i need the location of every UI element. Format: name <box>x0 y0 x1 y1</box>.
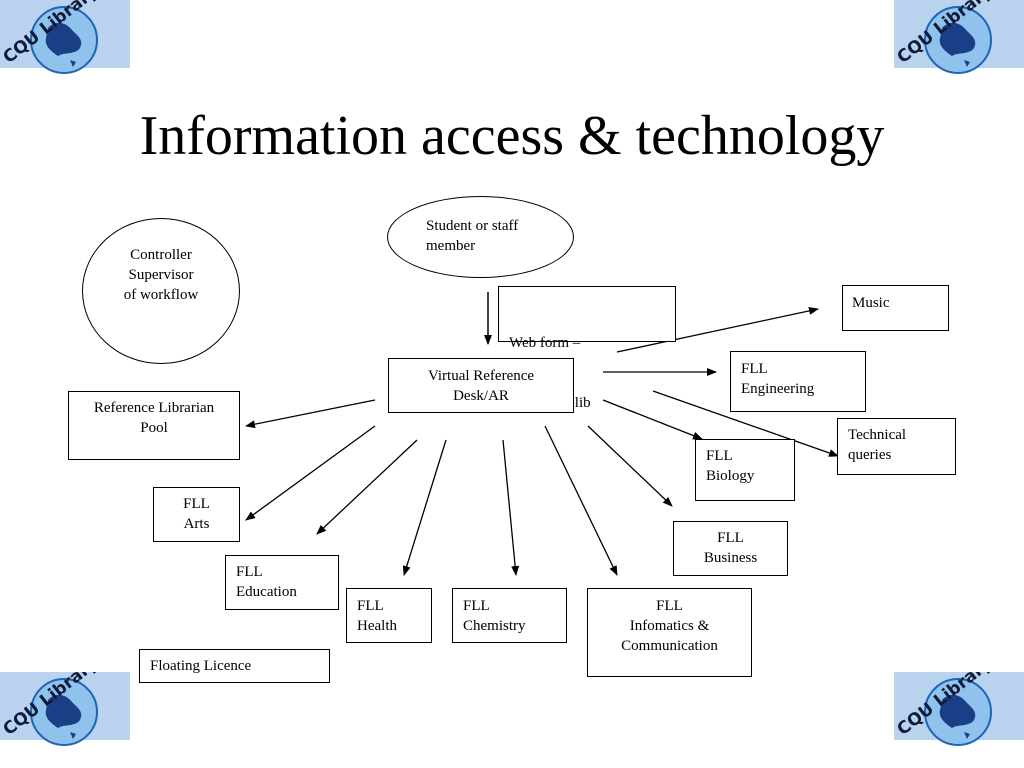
australia-map-icon <box>45 22 82 56</box>
arrow-center-to-technical <box>652 390 839 457</box>
floating-licence-node: Floating Licence <box>139 649 330 683</box>
fll-arts-node: FLL Arts <box>153 487 240 542</box>
node-line: Desk/AR <box>453 388 509 404</box>
cqu-library-logo: CQU Library <box>894 0 1024 74</box>
student-staff-node: Student or staff member <box>387 196 574 278</box>
node-line: Communication <box>621 638 718 654</box>
arrow-center-to-music <box>616 306 819 353</box>
controller-node: Controller Supervisor of workflow <box>82 218 240 364</box>
virtual-reference-desk-node: Virtual Reference Desk/AR <box>388 358 574 413</box>
node-line: Web form – <box>509 335 581 351</box>
arrow-center-to-education <box>316 439 418 535</box>
arrow-center-to-business <box>587 425 673 507</box>
cqu-library-logo: CQU Library <box>894 672 1024 746</box>
node-line: Engineering <box>741 381 815 397</box>
arrow-center-to-biology <box>602 399 703 440</box>
node-line: Chemistry <box>463 618 526 634</box>
node-line: Music <box>852 295 890 311</box>
node-line: Business <box>703 550 758 566</box>
node-line: FLL <box>706 448 733 464</box>
node-line: Floating Licence <box>150 658 252 674</box>
node-line: member <box>426 238 476 254</box>
slide-title: Information access & technology <box>139 105 885 167</box>
node-line: FLL <box>656 598 683 614</box>
node-line: queries <box>848 447 892 463</box>
fll-health-node: FLL Health <box>346 588 432 643</box>
node-line: FLL <box>741 361 768 377</box>
australia-map-icon <box>939 22 976 56</box>
reference-librarian-pool-node: Reference Librarian Pool <box>68 391 240 460</box>
node-line: of workflow <box>123 287 199 303</box>
node-line: FLL <box>463 598 490 614</box>
cqu-library-logo: CQU Library <box>0 672 130 746</box>
fll-education-node: FLL Education <box>225 555 339 610</box>
arrow-center-to-health <box>402 439 447 576</box>
node-line: Supervisor <box>128 267 194 283</box>
node-line: Student or staff <box>426 218 519 234</box>
tasmania-shape <box>70 60 76 67</box>
music-node: Music <box>842 285 949 331</box>
arrow-center-to-infomatics <box>544 425 618 576</box>
node-line: Virtual Reference <box>427 368 535 384</box>
node-line: Pool <box>140 420 168 436</box>
tasmania-shape <box>70 732 76 739</box>
node-line: Health <box>357 618 397 634</box>
web-form-node: Web form – email vrd-lib <box>498 286 676 411</box>
fll-engineering-node: FLL Engineering <box>730 351 866 412</box>
node-line: Technical <box>848 427 907 443</box>
fll-infomatics-node: FLL Infomatics & Communication <box>587 588 752 677</box>
arrow-center-to-ref-pool <box>245 399 376 429</box>
node-line: Controller <box>130 247 192 263</box>
tasmania-shape <box>964 60 970 67</box>
node-line: FLL <box>357 598 384 614</box>
australia-map-icon <box>45 694 82 728</box>
node-line: FLL <box>236 564 263 580</box>
node-line: Education <box>236 584 297 600</box>
node-line: Arts <box>183 516 210 532</box>
tasmania-shape <box>964 732 970 739</box>
arrow-center-to-chemistry <box>502 439 520 576</box>
node-line: Biology <box>706 468 755 484</box>
arrow-center-to-arts <box>245 425 376 521</box>
fll-business-node: FLL Business <box>673 521 788 576</box>
node-line: FLL <box>717 530 744 546</box>
node-line: Reference Librarian <box>93 400 215 416</box>
cqu-library-logo: CQU Library <box>0 0 130 74</box>
technical-queries-node: Technical queries <box>837 418 956 475</box>
australia-map-icon <box>939 694 976 728</box>
node-line: Infomatics & <box>629 618 710 634</box>
fll-chemistry-node: FLL Chemistry <box>452 588 567 643</box>
fll-biology-node: FLL Biology <box>695 439 795 501</box>
node-line: FLL <box>183 496 210 512</box>
